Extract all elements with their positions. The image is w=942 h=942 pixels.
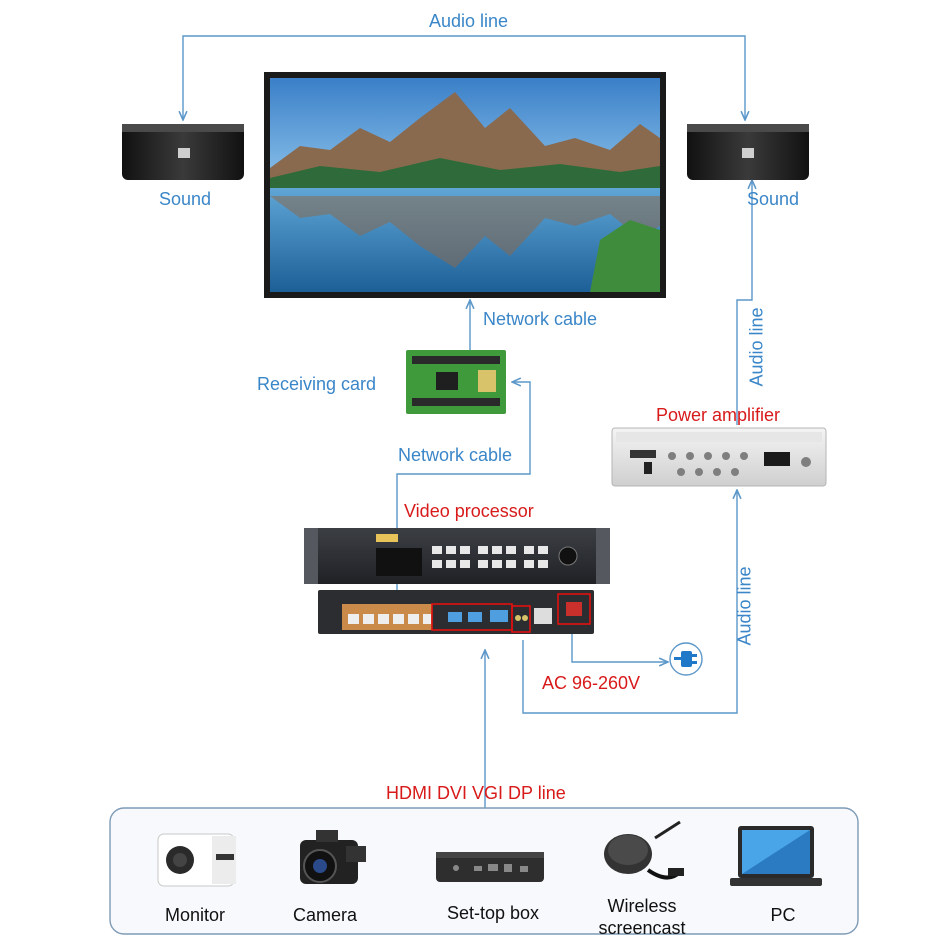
led-display-screen xyxy=(264,72,666,298)
connection-lines xyxy=(183,35,752,808)
video-processor xyxy=(304,528,610,634)
audio-line-upper-wire xyxy=(736,180,752,425)
network-cable-lower-wire xyxy=(396,382,531,596)
audio-line-top-label: Audio line xyxy=(429,11,509,31)
camera-icon xyxy=(300,830,366,884)
signal-line-label: HDMI DVI VGI DP line xyxy=(386,783,566,803)
speaker-left xyxy=(122,124,244,180)
sound-right-label: Sound xyxy=(747,189,800,209)
power-amplifier xyxy=(611,427,827,487)
speaker-right xyxy=(687,124,809,180)
wireless-screencast-icon xyxy=(604,820,684,880)
video-processor-label: Video processor xyxy=(404,501,534,521)
receiving-card xyxy=(406,350,506,414)
audio-line-right-upper-label: Audio line xyxy=(746,307,767,387)
power-wire xyxy=(571,622,668,662)
audio-line-lower-wire xyxy=(522,490,737,714)
ac-voltage-label: AC 96-260V xyxy=(542,673,641,693)
receiving-card-label: Receiving card xyxy=(257,374,377,394)
sound-left-label: Sound xyxy=(159,189,212,209)
network-cable-lower-label: Network cable xyxy=(398,445,513,465)
source-set-top-box-label: Set-top box xyxy=(446,903,540,923)
source-camera-label: Camera xyxy=(292,905,358,925)
source-wireless-screencast-label: Wireless screencast xyxy=(598,896,686,938)
source-monitor-label: Monitor xyxy=(164,905,226,925)
set-top-box-icon xyxy=(436,852,544,882)
pc-laptop-icon xyxy=(730,826,822,886)
audio-line-right-lower-label: Audio line xyxy=(734,566,755,646)
audio-line-top-wire xyxy=(183,35,745,120)
network-cable-upper-label: Network cable xyxy=(483,309,598,329)
power-amplifier-label: Power amplifier xyxy=(656,405,781,425)
monitor-camera-icon xyxy=(157,833,236,887)
power-plug-icon xyxy=(669,642,703,676)
source-pc-label: PC xyxy=(770,905,796,925)
